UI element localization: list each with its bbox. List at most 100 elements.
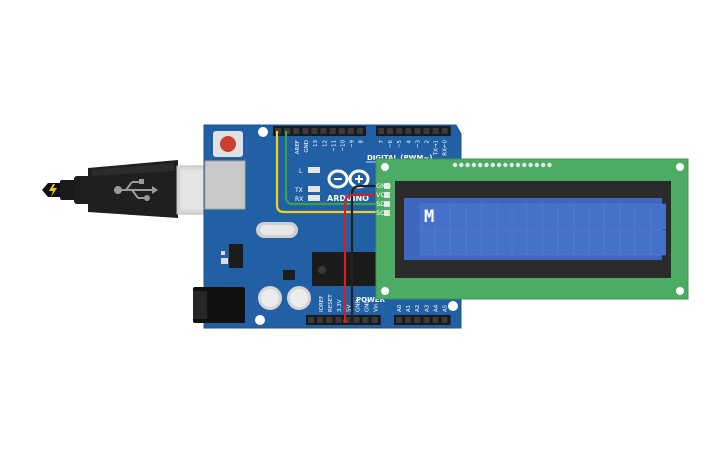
led-tx <box>308 186 320 192</box>
pin-label: 7 <box>379 140 385 144</box>
lcd-cell <box>573 229 589 256</box>
pin-label: AREF <box>295 140 301 154</box>
lcd-cell <box>481 203 497 230</box>
header-pin[interactable] <box>378 128 385 134</box>
lcd-module[interactable]: GND VCC SDA SCL M <box>375 158 689 300</box>
lcd-cell <box>419 203 435 230</box>
pin-label: GND <box>355 299 361 312</box>
lcd-character-grid <box>419 203 666 256</box>
header-pin[interactable] <box>414 128 421 134</box>
small-ic <box>283 270 295 280</box>
mounting-hole <box>258 127 268 137</box>
capacitor <box>287 286 311 310</box>
usb-symbol-icon <box>114 179 158 201</box>
analog-header <box>394 315 451 325</box>
pin-label: ~5 <box>397 140 403 149</box>
mounting-hole <box>448 301 458 311</box>
header-pin[interactable] <box>423 128 430 134</box>
header-pin[interactable] <box>338 128 345 134</box>
header-pin[interactable] <box>405 317 412 323</box>
lcd-pad <box>459 162 464 168</box>
header-pin[interactable] <box>302 128 309 134</box>
header-pin[interactable] <box>441 128 448 134</box>
pin-label: 2 <box>425 140 431 144</box>
crystal-oscillator <box>256 222 298 238</box>
header-pin[interactable] <box>284 128 291 134</box>
lcd-cell <box>558 229 574 256</box>
lcd-pad <box>465 162 470 168</box>
header-pin[interactable] <box>308 317 315 323</box>
lcd-cell <box>419 229 435 256</box>
lcd-cell <box>650 203 666 230</box>
pin-label: GND <box>304 140 310 153</box>
header-pin[interactable] <box>326 317 333 323</box>
header-pin[interactable] <box>432 317 439 323</box>
header-pin[interactable] <box>320 128 327 134</box>
header-pin[interactable] <box>335 317 342 323</box>
lcd-cell <box>573 203 589 230</box>
mounting-hole <box>255 315 265 325</box>
header-pin[interactable] <box>353 317 360 323</box>
lcd-pin-label-vcc: VCC <box>376 191 390 199</box>
lcd-pad <box>522 162 527 168</box>
pin-label: ~3 <box>415 140 421 149</box>
lcd-cell <box>604 229 620 256</box>
digital-header-right <box>376 126 451 136</box>
led-label: RX <box>295 196 303 203</box>
lcd-cell <box>512 229 528 256</box>
pin-label: A5 <box>443 304 449 312</box>
lcd-cell <box>604 203 620 230</box>
wire-green-scl[interactable] <box>284 131 388 213</box>
lcd-pad <box>484 162 489 168</box>
header-pin[interactable] <box>344 317 351 323</box>
header-pin[interactable] <box>362 317 369 323</box>
led-label: TX <box>294 187 303 194</box>
lcd-pad <box>515 162 521 168</box>
header-pin[interactable] <box>347 128 354 134</box>
wires <box>275 131 388 323</box>
lcd-cell <box>543 203 559 230</box>
reset-button[interactable] <box>213 131 243 157</box>
header-pin[interactable] <box>441 317 448 323</box>
header-pin[interactable] <box>317 317 324 323</box>
led-label: L <box>299 168 303 175</box>
wire-yellow-sda[interactable] <box>275 131 388 214</box>
header-pin[interactable] <box>396 128 403 134</box>
header-pin[interactable] <box>356 128 363 134</box>
pin-label: 13 <box>313 140 319 147</box>
lcd-cell <box>589 203 605 230</box>
wire-red-vcc[interactable] <box>343 193 387 321</box>
header-pin[interactable] <box>405 128 412 134</box>
lcd-cell <box>466 229 482 256</box>
power-header-label: POWER <box>356 296 386 304</box>
header-pin[interactable] <box>293 128 300 134</box>
header-pin[interactable] <box>396 317 403 323</box>
pin-label: ~9 <box>350 140 356 149</box>
lcd-cell <box>496 229 512 256</box>
header-pin[interactable] <box>423 317 430 323</box>
lcd-cell <box>650 229 666 256</box>
header-pin[interactable] <box>414 317 421 323</box>
lcd-cell <box>435 229 451 256</box>
pin-label: Vin <box>374 303 380 312</box>
pin-label: A2 <box>415 305 421 312</box>
pin-label: A4 <box>433 304 439 312</box>
lcd-cell <box>450 229 466 256</box>
lcd-pin-pads <box>452 162 552 168</box>
header-pin[interactable] <box>432 128 439 134</box>
header-pin[interactable] <box>311 128 318 134</box>
pin-label: GND <box>365 299 371 312</box>
power-jack <box>193 287 245 323</box>
header-pin[interactable] <box>387 128 394 134</box>
pin-label: 8 <box>359 140 365 144</box>
digital-header-label: DIGITAL (PWM~) <box>367 154 432 162</box>
lcd-cell <box>527 229 543 256</box>
lcd-pad <box>503 162 508 168</box>
header-pin[interactable] <box>329 128 336 134</box>
lcd-cell <box>589 229 605 256</box>
pin-label: A0 <box>397 304 403 312</box>
lcd-cell <box>620 203 636 230</box>
header-pin[interactable] <box>371 317 378 323</box>
